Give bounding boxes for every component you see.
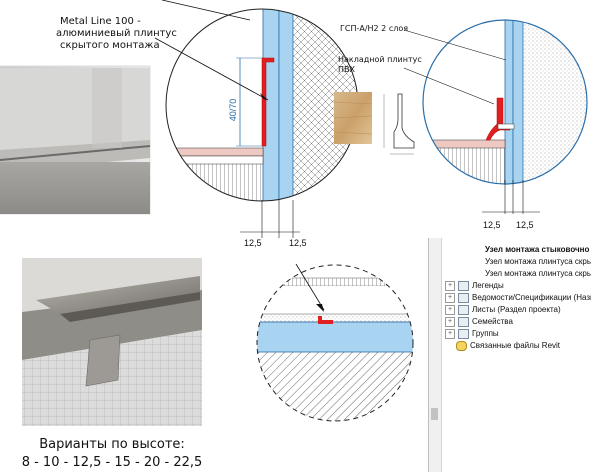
- pvc-labels: ГСП-А/Н2 2 слоя Накладной плинтус ПВХ: [338, 24, 422, 74]
- dim-left-2: 12,5: [289, 238, 307, 248]
- tile-profile-photo: [22, 258, 202, 426]
- expand-icon[interactable]: +: [445, 304, 455, 315]
- pvc-skirting-photo: [333, 92, 373, 144]
- dim-left-1: 12,5: [244, 238, 262, 248]
- tree-item-groups[interactable]: + Группы: [445, 328, 499, 340]
- tree-item-schedules[interactable]: + Ведомости/Спецификации (Назн: [445, 292, 591, 304]
- metal-line-desc2: скрытого монтажа: [60, 40, 160, 51]
- pvc-label-2: ПВХ: [338, 65, 356, 74]
- caption-line-1: Варианты по высоте:: [39, 437, 185, 452]
- detail-circle-metal-line: 40/70: [154, 0, 359, 202]
- tree-item-node-2[interactable]: Узел монтажа плинтуса скры: [485, 256, 591, 268]
- metal-line-label: Metal Line 100 - алюминиевый плинтус скр…: [56, 16, 177, 51]
- expand-icon[interactable]: +: [445, 292, 455, 303]
- tree-item-label: Листы (Раздел проекта): [472, 305, 561, 314]
- schedule-icon: [458, 292, 469, 303]
- groups-icon: [458, 328, 469, 339]
- height-dim-text: 40/70: [228, 99, 238, 122]
- sheets-icon: [458, 304, 469, 315]
- families-icon: [458, 316, 469, 327]
- tree-item-legends[interactable]: + Легенды: [445, 280, 504, 292]
- tree-scrollbar[interactable]: [429, 238, 442, 472]
- dim-right-2: 12,5: [516, 220, 534, 230]
- sheet-icon: [458, 280, 469, 291]
- tree-item-linked-files[interactable]: Связанные файлы Revit: [456, 340, 560, 352]
- link-icon: [456, 340, 467, 351]
- metal-line-title: Metal Line 100 -: [60, 16, 141, 27]
- tree-item-label: Узел монтажа стыковочно: [485, 245, 590, 254]
- dim-right-1: 12,5: [483, 220, 501, 230]
- tree-item-node-1[interactable]: Узел монтажа стыковочно: [485, 244, 589, 256]
- expand-icon[interactable]: +: [445, 328, 455, 339]
- tree-item-node-3[interactable]: Узел монтажа плинтуса скры: [485, 268, 591, 280]
- caption-line-2: 8 - 10 - 12,5 - 15 - 20 - 22,5: [22, 455, 203, 470]
- tree-item-label: Узел монтажа плинтуса скры: [485, 257, 591, 266]
- pvc-profile-section: [383, 93, 415, 155]
- skirting-photo: [0, 65, 151, 215]
- detail-circle-floor: [256, 263, 414, 422]
- tree-item-label: Легенды: [472, 281, 504, 290]
- scroll-thumb[interactable]: [431, 408, 438, 420]
- tree-item-label: Узел монтажа плинтуса скры: [485, 269, 591, 278]
- expand-icon[interactable]: +: [445, 280, 455, 291]
- tree-item-label: Ведомости/Спецификации (Назн: [472, 293, 591, 302]
- dims-left: 12,5 12,5: [240, 200, 307, 248]
- project-browser: Узел монтажа стыковочно Узел монтажа пли…: [428, 238, 591, 472]
- metal-line-desc1: алюминиевый плинтус: [56, 28, 177, 39]
- tree-item-families[interactable]: + Семейства: [445, 316, 513, 328]
- dims-right: 12,5 12,5: [482, 180, 540, 230]
- tree-item-sheets[interactable]: + Листы (Раздел проекта): [445, 304, 561, 316]
- gsp-label: ГСП-А/Н2 2 слоя: [340, 24, 408, 33]
- tree-item-label: Группы: [472, 329, 499, 338]
- pvc-label-1: Накладной плинтус: [338, 55, 422, 64]
- expand-icon[interactable]: +: [445, 316, 455, 327]
- tree-item-label: Связанные файлы Revit: [470, 341, 561, 350]
- detail-circle-pvc: [403, 19, 588, 185]
- tree-item-label: Семейства: [472, 317, 513, 326]
